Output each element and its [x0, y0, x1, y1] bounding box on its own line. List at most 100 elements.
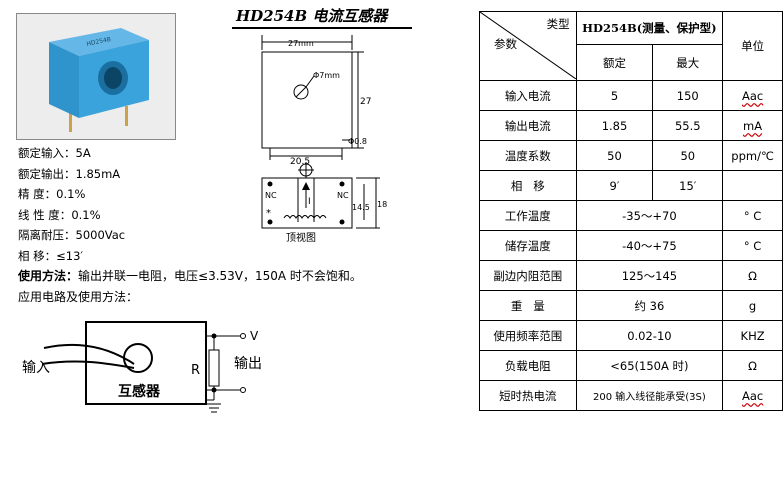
- unit-cell: Aac: [741, 388, 764, 403]
- pitch-inner: 14.5: [352, 203, 370, 212]
- max-cell: 55.5: [652, 110, 724, 141]
- pitch-outer: 18: [377, 200, 387, 209]
- param-label: 参数: [494, 37, 517, 51]
- rated-cell: 50: [575, 140, 654, 171]
- spec-row: 隔离耐压：5000Vac: [18, 225, 125, 246]
- unit-cell: g: [722, 290, 783, 321]
- param-cell: 负载电阻: [479, 350, 577, 381]
- param-cell: 副边内阻范围: [479, 260, 577, 291]
- value-cell: 200 输入线径能承受(3S): [575, 380, 724, 411]
- spec-row: 相 移：≤13′: [18, 246, 125, 267]
- max-cell: 150: [652, 80, 724, 111]
- table-row: 温度系数 50 50 ppm/℃: [479, 140, 783, 171]
- current-mark: I: [308, 197, 311, 207]
- unit-cell: KHZ: [722, 320, 783, 351]
- dimension-drawing: 27mm Φ7mm 27 Φ0.8 20.5 NC NC * I 14.5 18…: [261, 35, 387, 244]
- spec-value: 0.1%: [71, 207, 101, 222]
- spec-value: ≤13′: [56, 248, 84, 263]
- spec-label: 额定输入：: [18, 146, 76, 160]
- value-cell: <65(150A 时): [575, 350, 724, 381]
- spec-row: 线 性 度：0.1%: [18, 205, 125, 226]
- unit-header: 单位: [722, 11, 783, 81]
- spec-label: 额定输出：: [18, 166, 76, 181]
- unit-cell: Ω: [722, 350, 783, 381]
- model-header: HD254B(测量、保护型): [575, 11, 724, 45]
- circuit-title: 应用电路及使用方法：: [18, 290, 139, 304]
- table-row: 短时热电流 200 输入线径能承受(3S) Aac: [479, 380, 783, 411]
- spec-label: 相 移：: [18, 248, 57, 263]
- param-cell: 相 移: [479, 170, 577, 201]
- diagonal-line: [480, 12, 576, 79]
- max-header: 最大: [652, 44, 724, 81]
- input-label: 输入: [22, 360, 50, 376]
- pin-label-right: NC: [337, 191, 349, 200]
- unit-cell: mA: [743, 118, 763, 133]
- unit-cell: ppm/℃: [722, 140, 783, 171]
- spec-value: 5A: [75, 146, 91, 160]
- voltage-label: V: [250, 329, 259, 343]
- usage-method: 使用方法：输出并联一电阻，电压≤3.53V，150A 时不会饱和。 应用电路及使…: [18, 266, 362, 308]
- value-cell: 约 36: [575, 290, 724, 321]
- application-circuit: 输入 互感器 R V 输出: [22, 321, 262, 413]
- rated-cell: 5: [575, 80, 654, 111]
- method-text: 输出并联一电阻，电压≤3.53V，150A 时不会饱和。: [78, 269, 362, 283]
- param-cell: 输出电流: [479, 110, 577, 141]
- page-title: HD254B 电流互感器: [236, 7, 388, 25]
- spec-label: 隔离耐压：: [18, 228, 76, 242]
- unit-cell: ° C: [722, 230, 783, 261]
- param-cell: 输入电流: [479, 80, 577, 111]
- table-row: 重 量 约 36 g: [479, 290, 783, 321]
- pin-diameter: Φ0.8: [348, 137, 367, 146]
- spec-list: 额定输入：5A 额定输出：1.85mA 精 度：0.1% 线 性 度：0.1% …: [18, 143, 125, 266]
- polarity-mark: *: [266, 208, 271, 219]
- height-dimension: 27: [360, 97, 371, 107]
- table-row: 输入电流 5 150 Aac: [479, 80, 783, 111]
- pin-label-left: NC: [265, 191, 277, 200]
- param-cell: 使用频率范围: [479, 320, 577, 351]
- device-label: 互感器: [118, 383, 161, 400]
- max-cell: 50: [652, 140, 724, 171]
- unit-cell: ° C: [722, 200, 783, 231]
- svg-text:HD254B: HD254B: [86, 36, 112, 48]
- type-label: 类型: [546, 17, 570, 31]
- output-label: 输出: [234, 356, 262, 372]
- value-cell: -40～+75: [575, 230, 724, 261]
- pin-pitch: 20.5: [290, 157, 310, 167]
- value-cell: 125～145: [575, 260, 724, 291]
- title-underline: [232, 27, 412, 29]
- product-photo: HD254B: [16, 13, 176, 140]
- spec-value: 0.1%: [56, 187, 86, 201]
- spec-table: 类型 参数 HD254B(测量、保护型) 单位 额定 最大 输入电流 5 150…: [479, 11, 783, 411]
- rated-cell: 1.85: [575, 110, 654, 141]
- spec-label: 线 性 度：: [18, 207, 72, 222]
- width-dimension: 27mm: [288, 39, 314, 48]
- rated-cell: 9′: [575, 170, 654, 201]
- spec-label: 精 度：: [18, 187, 57, 201]
- rated-header: 额定: [575, 44, 654, 81]
- table-row: 相 移 9′ 15′: [479, 170, 783, 201]
- spec-row: 额定输入：5A: [18, 143, 125, 164]
- resistor-label: R: [191, 363, 200, 378]
- header-diagonal-cell: 类型 参数: [479, 11, 577, 81]
- value-cell: -35～+70: [575, 200, 724, 231]
- max-cell: 15′: [652, 170, 724, 201]
- spec-row: 额定输出：1.85mA: [18, 164, 125, 185]
- unit-cell: Ω: [722, 260, 783, 291]
- param-cell: 工作温度: [479, 200, 577, 231]
- param-cell: 储存温度: [479, 230, 577, 261]
- table-row: 工作温度 -35～+70 ° C: [479, 200, 783, 231]
- table-row: 负载电阻 <65(150A 时) Ω: [479, 350, 783, 381]
- unit-cell: Aac: [741, 88, 764, 103]
- unit-cell: [722, 170, 783, 201]
- value-cell: 0.02-10: [575, 320, 724, 351]
- table-row: 储存温度 -40～+75 ° C: [479, 230, 783, 261]
- hole-dimension: Φ7mm: [313, 71, 340, 80]
- spec-value: 1.85mA: [75, 166, 121, 181]
- table-row: 输出电流 1.85 55.5 mA: [479, 110, 783, 141]
- table-row: 副边内阻范围 125～145 Ω: [479, 260, 783, 291]
- param-cell: 温度系数: [479, 140, 577, 171]
- top-view-label: 顶视图: [286, 231, 316, 244]
- spec-row: 精 度：0.1%: [18, 184, 125, 205]
- table-row: 使用频率范围 0.02-10 KHZ: [479, 320, 783, 351]
- param-cell: 短时热电流: [479, 380, 577, 411]
